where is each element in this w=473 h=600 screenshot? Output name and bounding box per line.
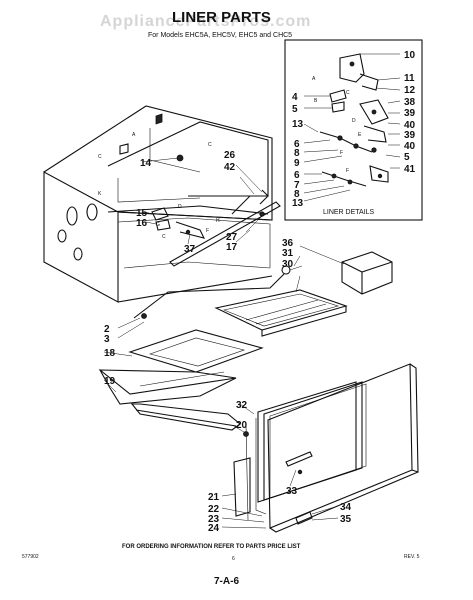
catalog-code: 577902 bbox=[22, 554, 39, 560]
part-number: 4 bbox=[292, 92, 298, 103]
part-number: 38 bbox=[404, 97, 416, 108]
part-number: 31 bbox=[282, 248, 294, 259]
part-number: 8 bbox=[294, 189, 300, 200]
part-number: 34 bbox=[340, 502, 352, 513]
part-number: 7 bbox=[294, 180, 300, 191]
part-number: 12 bbox=[404, 85, 416, 96]
inset-caption: LINER DETAILS bbox=[323, 209, 375, 216]
part-number: 40 bbox=[404, 141, 416, 152]
diagram-title: LINER PARTS bbox=[172, 9, 271, 26]
letter-tag: F bbox=[206, 228, 209, 234]
part-number: 27 bbox=[226, 232, 238, 243]
part-number: 40 bbox=[404, 120, 416, 131]
letter-tag: D bbox=[178, 204, 182, 210]
part-number: 17 bbox=[226, 242, 238, 253]
part-number: 14 bbox=[140, 158, 152, 169]
part-number: 13 bbox=[292, 119, 304, 130]
part-number: 24 bbox=[208, 523, 220, 534]
part-number: 5 bbox=[292, 104, 298, 115]
part-number: 42 bbox=[224, 162, 236, 173]
inset-frame bbox=[284, 39, 423, 221]
part-number: 19 bbox=[104, 376, 116, 387]
letter-tag: K bbox=[98, 191, 102, 197]
letter-tag: C bbox=[162, 234, 166, 240]
drain-and-tray-parts bbox=[117, 245, 393, 339]
letter-tag: C bbox=[208, 142, 212, 148]
inset-bracket bbox=[339, 53, 365, 83]
part-number: 20 bbox=[236, 420, 248, 431]
letter-tag: B bbox=[314, 98, 318, 104]
letter-tags: A C K C H D F A B C D E F C G F bbox=[98, 76, 362, 240]
part-number: 30 bbox=[282, 259, 294, 270]
liner-details-inset: LINER DETAILS bbox=[284, 39, 423, 221]
letter-tag: A bbox=[312, 76, 316, 82]
part-number: 32 bbox=[236, 400, 248, 411]
letter-tag: F bbox=[346, 168, 349, 174]
revision-label: REV. 5 bbox=[404, 554, 420, 560]
inset-callouts: 10 11 12 4 5 38 39 40 13 39 40 6 8 9 5 6… bbox=[292, 50, 416, 209]
part-number: 11 bbox=[404, 73, 415, 84]
part-number: 41 bbox=[404, 164, 416, 175]
letter-tag: C bbox=[98, 154, 102, 160]
part-number: 10 bbox=[404, 50, 416, 61]
part-number: 9 bbox=[294, 158, 300, 169]
part-number: 33 bbox=[286, 486, 298, 497]
footer: 577902 FOR ORDERING INFORMATION REFER TO… bbox=[22, 544, 420, 587]
model-list: For Models EHC5A, EHC5V, EHC5 and CHC5 bbox=[148, 32, 292, 39]
letter-tag: A bbox=[132, 132, 136, 138]
part-number: 3 bbox=[104, 334, 110, 345]
letter-tag: E bbox=[358, 132, 362, 138]
part-number: 26 bbox=[224, 150, 236, 161]
part-number: 39 bbox=[404, 108, 416, 119]
letter-tag: D bbox=[352, 118, 356, 124]
part-number: 36 bbox=[282, 238, 294, 249]
part-number: 18 bbox=[104, 348, 116, 359]
part-number: 23 bbox=[208, 514, 220, 525]
part-number: 39 bbox=[404, 130, 416, 141]
part-number: 37 bbox=[184, 244, 196, 255]
part-number: 6 bbox=[294, 170, 300, 181]
part-number: 35 bbox=[340, 514, 352, 525]
page-number: 6 bbox=[232, 556, 235, 562]
part-number: 15 bbox=[136, 208, 148, 219]
letter-tag: G bbox=[156, 222, 160, 228]
watermark-text: AppliancePartsPros.com bbox=[100, 13, 311, 30]
part-number: 5 bbox=[404, 152, 410, 163]
part-number: 21 bbox=[208, 492, 220, 503]
letter-tag: F bbox=[340, 150, 343, 156]
part-number: 6 bbox=[294, 139, 300, 150]
letter-tag: C bbox=[346, 90, 350, 96]
letter-tag: H bbox=[216, 218, 220, 224]
cabinet-liner bbox=[43, 105, 281, 303]
part-number: 16 bbox=[136, 218, 148, 229]
part-number: 2 bbox=[104, 324, 110, 335]
part-number: 22 bbox=[208, 504, 220, 515]
part-number: 8 bbox=[294, 148, 300, 159]
ordering-info: FOR ORDERING INFORMATION REFER TO PARTS … bbox=[122, 544, 301, 550]
door-assembly bbox=[221, 363, 419, 533]
page-reference: 7-A-6 bbox=[214, 576, 239, 587]
main-callouts: 26 42 14 15 16 37 27 17 36 31 30 2 3 18 … bbox=[104, 150, 352, 534]
shelf-and-pan bbox=[98, 329, 264, 431]
part-number: 13 bbox=[292, 198, 304, 209]
